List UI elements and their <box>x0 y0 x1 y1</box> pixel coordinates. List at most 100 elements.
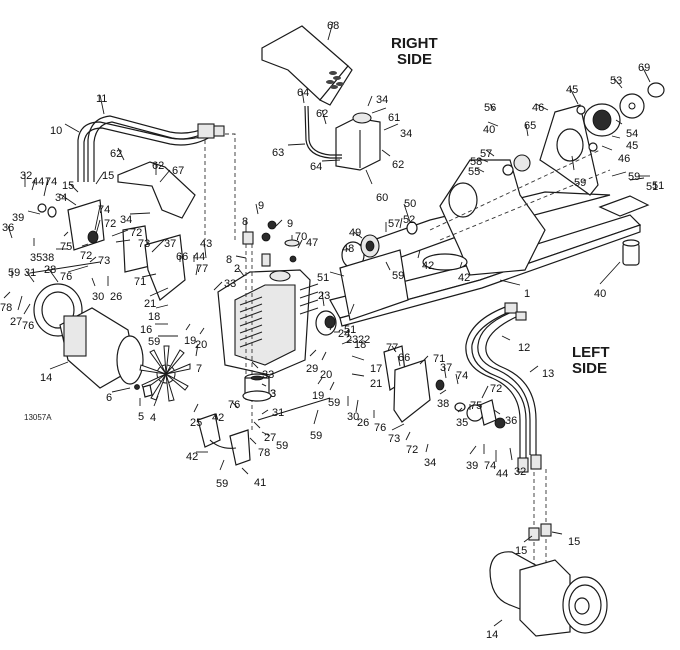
callout-number: 39 <box>466 460 478 472</box>
callout-13: 13 <box>529 365 554 380</box>
callout-number: 42 <box>212 412 224 424</box>
callout-leader <box>523 535 533 543</box>
callout-leader <box>457 407 463 413</box>
callout-number: 29 <box>306 363 318 375</box>
callout-leader <box>203 239 207 259</box>
callout-72: 72 <box>80 243 92 262</box>
callout-42: 42 <box>186 451 208 463</box>
callout-leader <box>151 239 165 253</box>
callout-76: 76 <box>22 303 34 332</box>
callout-47: 47 <box>297 237 318 249</box>
callout-number: 13 <box>542 368 554 380</box>
callout-number: 26 <box>110 291 122 303</box>
callout-leader <box>615 119 623 125</box>
callout-leader <box>425 443 429 453</box>
callout-leader <box>569 87 579 105</box>
callout-leader <box>117 147 125 161</box>
callout-33: 33 <box>251 361 274 381</box>
callout-49: 49 <box>349 227 363 239</box>
callout-number: 9 <box>258 200 264 212</box>
callout-leader <box>261 409 269 415</box>
callout-leader <box>99 94 105 115</box>
callout-number: 62 <box>110 148 122 160</box>
callout-leader <box>499 279 521 286</box>
callout-57: 57 <box>480 148 495 160</box>
control-rod-left <box>29 261 101 274</box>
callout-leader <box>469 445 477 455</box>
callout-66: 66 <box>176 251 188 263</box>
callout-leader <box>69 183 79 193</box>
callout-66: 66 <box>397 352 410 367</box>
callout-number: 23 <box>318 290 330 302</box>
callout-leader <box>399 217 403 229</box>
callout-71: 71 <box>134 273 157 288</box>
left-wheel-motor-upper <box>33 283 144 389</box>
callout-number: 60 <box>376 192 388 204</box>
callout-leader <box>155 304 169 309</box>
callout-number: 59 <box>310 430 322 442</box>
callout-72: 72 <box>111 227 142 239</box>
callout-number: 45 <box>566 84 578 96</box>
callout-leader <box>329 271 345 277</box>
callout-34: 34 <box>120 212 151 226</box>
left-side-label-line2: SIDE <box>572 360 607 377</box>
callout-number: 61 <box>388 112 400 124</box>
callout-leader <box>613 77 623 89</box>
callout-leader <box>529 365 539 373</box>
callout-number: 37 <box>440 362 452 374</box>
callout-leader <box>489 103 495 111</box>
callout-leader <box>371 107 387 114</box>
callout-40: 40 <box>594 261 621 300</box>
callout-leader <box>403 203 411 223</box>
callout-40: 40 <box>483 121 499 136</box>
callout-59: 59 <box>148 335 178 348</box>
callout-number: 58 <box>470 156 482 168</box>
callout-number: 44 <box>32 176 44 188</box>
callout-number: 23 <box>346 334 358 346</box>
callout-leader <box>349 303 355 315</box>
callout-leader <box>351 373 365 377</box>
callout-leader <box>231 401 239 409</box>
callout-leader <box>321 291 325 307</box>
callout-leader <box>287 143 306 146</box>
callout-4: 4 <box>150 395 159 424</box>
callout-leader <box>601 145 613 151</box>
callout-number: 65 <box>524 120 536 132</box>
right-control-brackets <box>383 345 506 429</box>
callout-number: 59 <box>392 270 404 282</box>
callout-65: 65 <box>524 120 536 137</box>
callout-71: 71 <box>419 353 445 365</box>
callout-leader <box>493 619 503 627</box>
callout-number: 72 <box>406 444 418 456</box>
callout-number: 56 <box>484 102 496 114</box>
callout-59: 59 <box>8 267 20 279</box>
callout-leader <box>241 467 249 475</box>
callout-36: 36 <box>493 409 517 427</box>
callout-77: 77 <box>195 263 208 276</box>
callout-number: 30 <box>92 291 104 303</box>
callout-number: 66 <box>176 251 188 263</box>
callout-number: 62 <box>392 159 404 171</box>
callout-leader <box>405 431 411 441</box>
callout-number: 59 <box>216 478 228 490</box>
callout-leader <box>219 459 225 471</box>
pump-pulley <box>315 249 409 336</box>
left-control-brackets <box>37 199 186 301</box>
callout-8: 8 <box>242 216 248 232</box>
callout-number: 74 <box>484 460 496 472</box>
callout-leader <box>501 335 511 341</box>
callout-leader <box>455 373 459 385</box>
callout-number: 73 <box>138 238 150 250</box>
callout-leader <box>509 447 513 461</box>
callout-number: 8 <box>226 254 232 266</box>
callout-2: 2 <box>234 263 245 277</box>
callout-leader <box>213 281 223 291</box>
callout-number: 78 <box>0 302 12 314</box>
callout-74: 74 <box>455 370 468 385</box>
callout-78: 78 <box>249 437 270 459</box>
callout-number: 44 <box>496 468 508 480</box>
callout-73: 73 <box>115 238 150 250</box>
callout-number: 15 <box>515 545 527 557</box>
callout-number: 74 <box>45 176 57 188</box>
callout-45: 45 <box>611 135 638 152</box>
